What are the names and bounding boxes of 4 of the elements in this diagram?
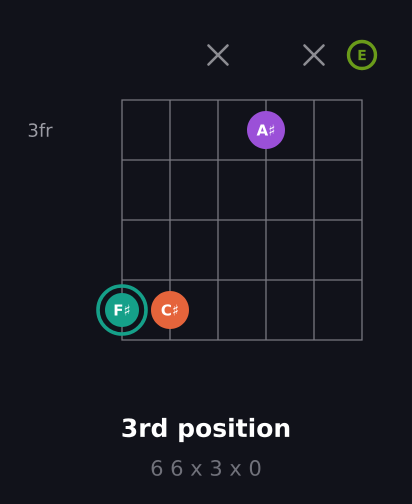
- chord-title: 3rd position: [122, 418, 290, 442]
- fret-number: 3fr: [28, 123, 53, 137]
- open-string-ring: E: [346, 40, 378, 70]
- fingering-text: 6 6 x 3 x 0: [152, 460, 260, 476]
